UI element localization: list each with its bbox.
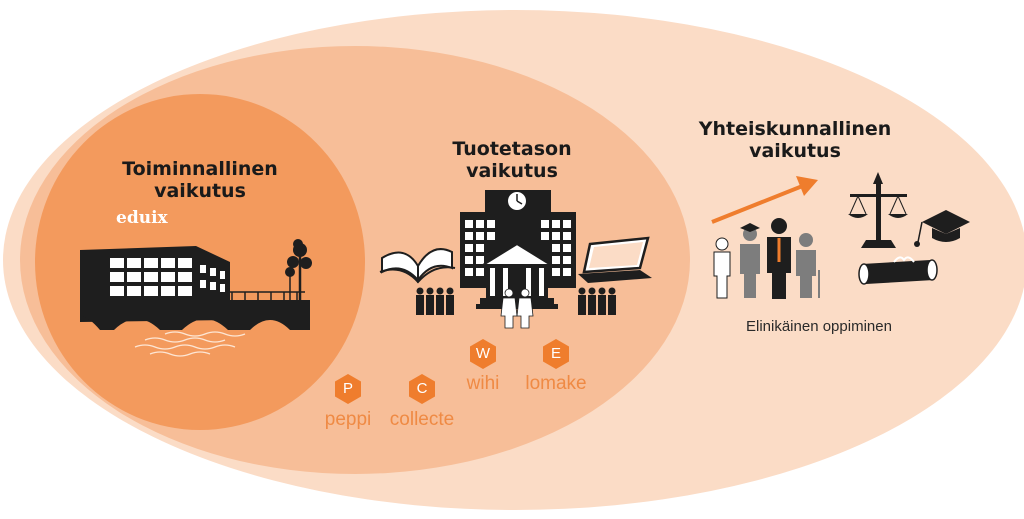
product-wihi-name: wihi bbox=[466, 373, 500, 394]
outer-title: Yhteiskunnallinen vaikutus bbox=[670, 118, 920, 162]
factory-bridge-icon bbox=[80, 239, 312, 357]
inner-title-line2: vaikutus bbox=[154, 180, 246, 202]
student-group-left-icon bbox=[416, 287, 454, 315]
graduation-cap-icon bbox=[914, 210, 970, 247]
outer-title-line1: Yhteiskunnallinen bbox=[698, 118, 892, 140]
school-building-icon bbox=[460, 190, 576, 329]
lifelong-learning-label: Elinikäinen oppiminen bbox=[746, 318, 892, 335]
product-peppi-name: peppi bbox=[324, 409, 372, 430]
middle-title-line2: vaikutus bbox=[466, 160, 558, 182]
product-peppi: P bbox=[342, 380, 353, 397]
eduix-logo: eduix bbox=[116, 208, 168, 228]
lomake-hexagon-icon bbox=[543, 339, 569, 369]
product-lomake: E bbox=[550, 345, 561, 362]
people-generations-icon bbox=[713, 218, 820, 299]
diploma-scroll-icon bbox=[858, 256, 938, 285]
outer-title-line2: vaikutus bbox=[749, 140, 841, 162]
scales-of-justice-icon bbox=[848, 172, 908, 248]
product-hexagons bbox=[335, 339, 569, 404]
laptop-icon bbox=[578, 236, 652, 283]
student-group-right-icon bbox=[578, 287, 616, 315]
product-collecte-name: collecte bbox=[389, 409, 455, 430]
wihi-hexagon-icon bbox=[470, 339, 496, 369]
collecte-hexagon-icon bbox=[409, 374, 435, 404]
middle-title-line1: Tuotetason bbox=[452, 138, 572, 160]
open-book-icon bbox=[379, 248, 456, 284]
growth-arrow-icon bbox=[711, 176, 818, 224]
middle-title: Tuotetason vaikutus bbox=[412, 138, 612, 182]
product-wihi: W bbox=[475, 345, 491, 362]
inner-title-line1: Toiminnallinen bbox=[122, 158, 278, 180]
product-collecte: C bbox=[416, 380, 428, 397]
inner-title: Toiminnallinen vaikutus bbox=[100, 158, 300, 202]
product-lomake-name: lomake bbox=[525, 373, 587, 394]
peppi-hexagon-icon bbox=[335, 374, 361, 404]
